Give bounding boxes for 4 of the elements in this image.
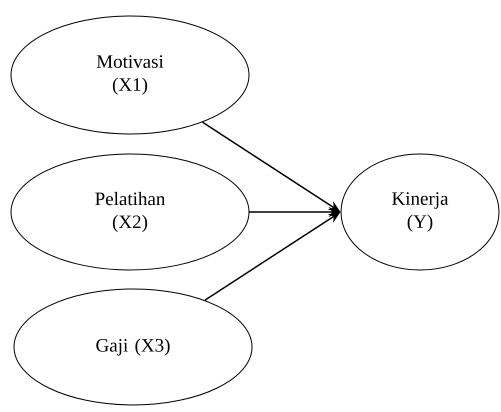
ellipse-node: Pelatihan (X2) (10, 154, 250, 270)
ellipse-node: Kinerja (Y) (340, 154, 500, 270)
ellipse-node: Gaji (X3) (14, 288, 252, 406)
ellipse-node: Motivasi (X1) (10, 16, 250, 134)
